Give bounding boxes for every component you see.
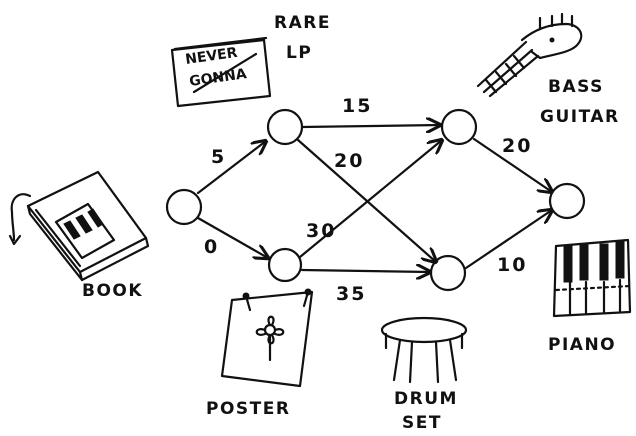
weight-poster-to-bass: 30 (306, 220, 336, 242)
book-illustration: BOOK (10, 172, 148, 301)
rare-lp-illustration: NEVER GONNA RARE LP (172, 13, 331, 106)
weight-book-to-poster: 0 (204, 236, 219, 258)
graph-edges (198, 125, 552, 272)
weight-poster-to-drum: 35 (336, 283, 366, 305)
bass-guitar-illustration: BASS GUITAR (478, 14, 620, 127)
weight-lp-to-bass: 15 (342, 95, 372, 117)
drum-set-illustration: DRUM SET (382, 318, 466, 433)
rare-lp-label-line-2: LP (286, 43, 312, 63)
piano-illustration: PIANO (548, 240, 630, 355)
node-piano (550, 184, 584, 218)
piano-label: PIANO (548, 335, 616, 355)
poster-illustration: POSTER (206, 289, 312, 419)
bass-label-line-2: GUITAR (540, 107, 620, 127)
node-book (167, 190, 201, 224)
drum-label-line-1: DRUM (394, 389, 458, 409)
weight-lp-to-drum: 20 (334, 150, 364, 172)
edge-lp-to-bass (302, 125, 440, 127)
weight-book-to-lp: 5 (211, 146, 226, 168)
node-rare-lp (268, 110, 302, 144)
weight-drum-to-piano: 10 (497, 254, 527, 276)
node-bass-guitar (442, 110, 476, 144)
weight-bass-to-piano: 20 (502, 135, 532, 157)
edge-poster-to-drum (302, 270, 430, 272)
node-drum-set (431, 256, 465, 290)
drum-label-line-2: SET (402, 413, 442, 433)
bass-label-line-1: BASS (548, 77, 604, 97)
edge-book-to-lp (198, 141, 266, 193)
rare-lp-label-line-1: RARE (274, 13, 331, 33)
book-label: BOOK (82, 281, 143, 301)
poster-label: POSTER (206, 399, 290, 419)
node-poster (269, 249, 301, 281)
